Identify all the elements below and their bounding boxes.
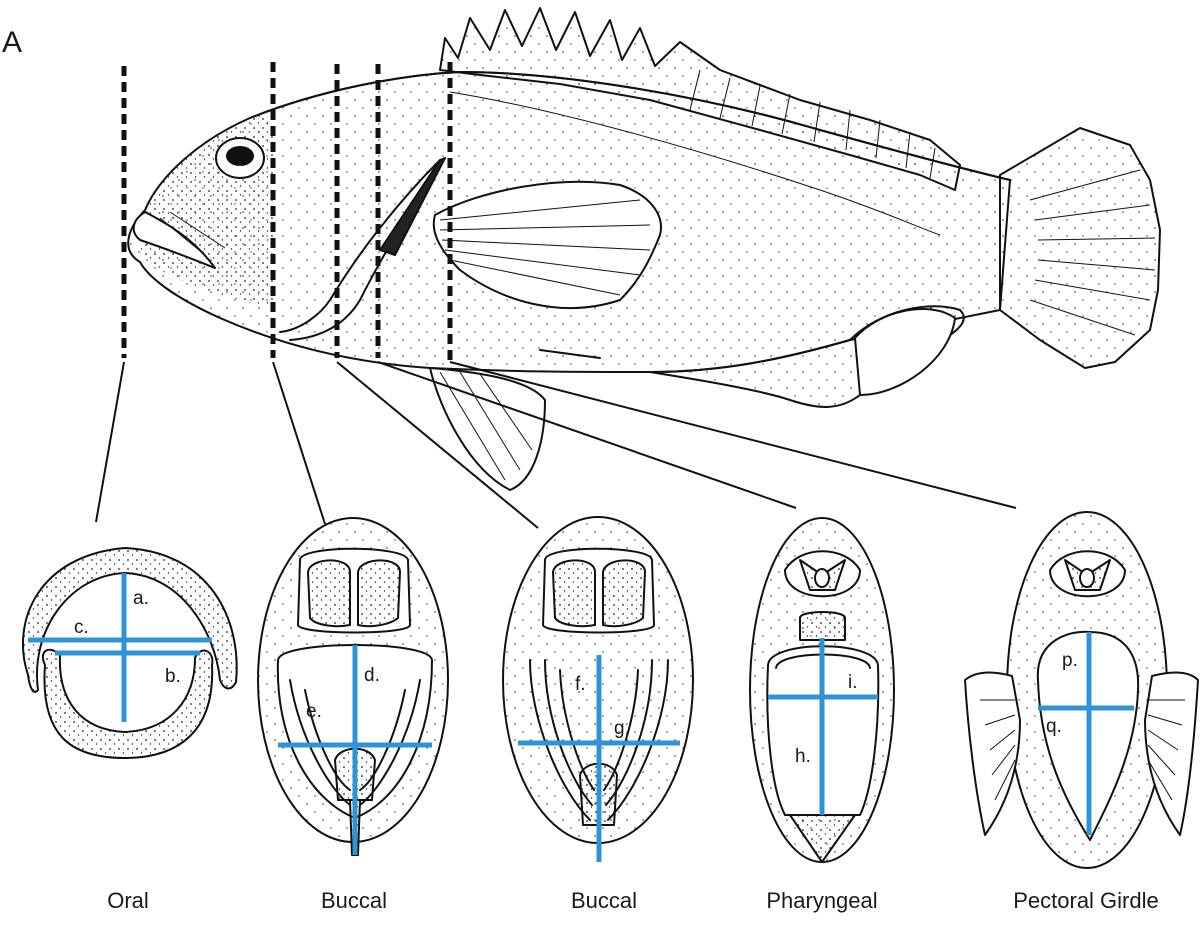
- measure-f-label: f.: [575, 674, 586, 695]
- measure-g-label: g.: [614, 718, 630, 739]
- panel-letter: A: [2, 26, 22, 59]
- section-markers: [121, 62, 453, 362]
- measure-a-label: a.: [133, 588, 149, 609]
- lateral-line: [449, 91, 941, 236]
- section-buccal-1: d. e.: [257, 517, 449, 856]
- section-pectoral-girdle: p. q.: [964, 511, 1199, 869]
- section-label-buccal-1: Buccal: [321, 888, 387, 913]
- operculum: [279, 159, 441, 333]
- measure-b-label: b.: [165, 666, 181, 687]
- measure-c-label: c.: [74, 617, 89, 638]
- fish-illustration: [127, 7, 1161, 491]
- section-pharyngeal: h. i.: [749, 517, 895, 863]
- measure-p-label: p.: [1062, 650, 1078, 671]
- caudal-fin: [999, 127, 1161, 369]
- section-label-oral: Oral: [107, 888, 149, 913]
- section-oral: a. c. b.: [22, 547, 238, 759]
- measure-e-label: e.: [306, 701, 322, 722]
- section-label-pharyngeal: Pharyngeal: [766, 888, 877, 913]
- measure-h-label: h.: [795, 746, 811, 767]
- leader-lines: [95, 361, 1017, 529]
- caudal-fin-rays: [1029, 169, 1156, 336]
- pectoral-fin-rays: [439, 199, 651, 296]
- oral-lower-jaw: [41, 648, 214, 759]
- measure-d-label: d.: [364, 665, 380, 686]
- pelvic-fin: [429, 367, 546, 491]
- measure-q-label: q.: [1046, 716, 1062, 737]
- section-label-pectoral-girdle: Pectoral Girdle: [1013, 888, 1159, 913]
- mouth: [132, 211, 216, 269]
- section-label-buccal-2: Buccal: [571, 888, 637, 913]
- section-buccal-2: f. g.: [502, 516, 694, 862]
- oral-upper-jaw: [22, 547, 238, 693]
- pupil: [226, 146, 254, 166]
- measure-i-label: i.: [848, 672, 858, 693]
- section-labels: Oral Buccal Buccal Pharyngeal Pectoral G…: [107, 888, 1159, 913]
